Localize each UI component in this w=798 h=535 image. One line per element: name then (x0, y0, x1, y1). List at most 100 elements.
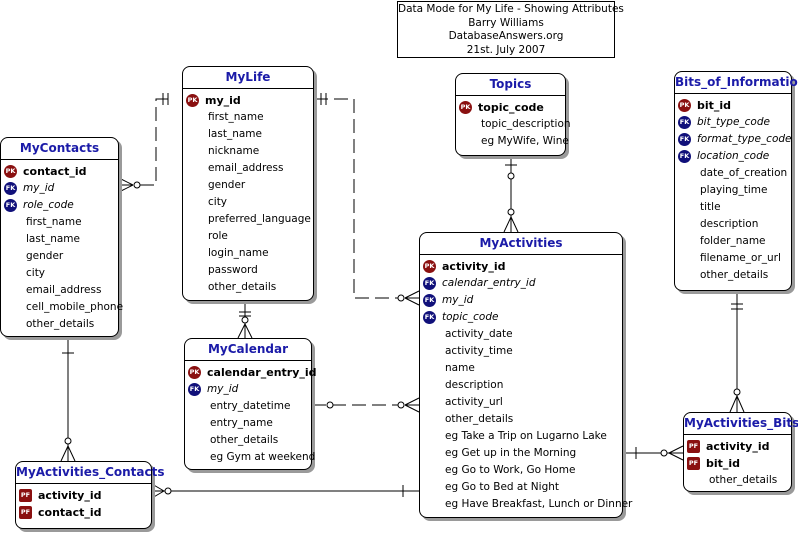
attribute-row: password (183, 262, 313, 279)
attribute-row: gender (1, 248, 118, 265)
attribute-row: first_name (1, 214, 118, 231)
attribute-row: entry_name (185, 415, 311, 432)
attribute-row: eg Have Breakfast, Lunch or Dinner (420, 496, 632, 513)
pk-key-icon: PK (459, 101, 472, 114)
pk-key-icon: PK (678, 99, 691, 112)
attribute-row: other_details (185, 432, 311, 449)
rel-mycalendar-myactivities (312, 397, 420, 413)
attribute-row: entry_datetime (185, 398, 311, 415)
attribute-name: bit_id (697, 99, 732, 112)
attribute-row: first_name (183, 109, 313, 126)
attribute-name: last_name (208, 128, 262, 140)
attribute-row: cell_mobile_phone (1, 299, 123, 316)
attribute-row: description (420, 377, 622, 394)
attribute-name: other_details (26, 318, 95, 330)
attribute-name: eg Go to Work, Go Home (445, 464, 576, 476)
attribute-name: activity_url (445, 396, 503, 408)
fk-key-icon: FK (423, 277, 436, 290)
attribute-row: eg Take a Trip on Lugarno Lake (420, 428, 622, 445)
attribute-name: bit_id (706, 457, 741, 470)
fk-key-icon: FK (4, 199, 17, 212)
attribute-name: entry_name (210, 417, 273, 429)
attribute-row: eg Gym at weekend (185, 449, 315, 466)
author-line: Barry Williams (468, 16, 544, 29)
attribute-name: folder_name (700, 235, 766, 247)
attribute-row: email_address (183, 160, 313, 177)
attribute-name: activity_id (706, 440, 770, 453)
attribute-name: eg Have Breakfast, Lunch or Dinner (445, 498, 633, 510)
attribute-row: city (183, 194, 313, 211)
attribute-name: my_id (205, 94, 241, 107)
entity-name: Topics (456, 74, 565, 96)
attribute-row: activity_date (420, 326, 622, 343)
attribute-name: calendar_entry_id (207, 366, 317, 379)
rel-mycontacts-myactivitiescontacts (60, 337, 76, 462)
attribute-row: filename_or_url (675, 250, 791, 267)
rel-mylife-myactivities (314, 93, 420, 306)
attribute-name: gender (26, 250, 64, 262)
attribute-name: eg Take a Trip on Lugarno Lake (445, 430, 607, 442)
attribute-name: email_address (26, 284, 102, 296)
attribute-name: nickname (208, 145, 260, 157)
attribute-name: login_name (208, 247, 269, 259)
attribute-row: activity_time (420, 343, 622, 360)
attribute-name: activity_id (38, 489, 102, 502)
title-line: Data Mode for My Life - Showing Attribut… (398, 3, 624, 15)
attribute-name: eg Get up in the Morning (445, 447, 577, 459)
attribute-row: PF activity_id (16, 487, 151, 504)
attribute-name: activity_date (445, 328, 513, 340)
attribute-row: folder_name (675, 233, 791, 250)
pf-key-icon: PF (19, 506, 32, 519)
attribute-row: city (1, 265, 118, 282)
attribute-name: calendar_entry_id (442, 277, 536, 289)
attribute-row: gender (183, 177, 313, 194)
attribute-name: other_details (709, 474, 778, 486)
attribute-name: my_id (23, 182, 55, 194)
attribute-name: other_details (445, 413, 514, 425)
pk-key-icon: PK (188, 366, 201, 379)
pf-key-icon: PF (19, 489, 32, 502)
attribute-name: other_details (700, 269, 769, 281)
attribute-row: PK calendar_entry_id (185, 364, 317, 381)
attribute-name: role (208, 230, 228, 242)
attribute-name: playing_time (700, 184, 768, 196)
rel-topics-myactivities (503, 156, 519, 233)
entity-name: MyActivities_Bits (684, 413, 798, 435)
attribute-name: topic_description (481, 118, 571, 130)
fk-key-icon: FK (678, 116, 691, 129)
attribute-row: preferred_language (183, 211, 313, 228)
attribute-row: eg Go to Work, Go Home (420, 462, 622, 479)
attribute-name: first_name (26, 216, 82, 228)
attribute-name: bit_type_code (697, 116, 770, 128)
diagram-title-box: Data Mode for My Life - Showing Attribut… (397, 1, 624, 58)
attribute-name: topic_code (442, 311, 499, 323)
attribute-row: other_details (1, 316, 118, 333)
attribute-name: entry_datetime (210, 400, 291, 412)
attribute-row: eg MyWife, Wine (456, 133, 569, 150)
attribute-row: description (675, 216, 791, 233)
